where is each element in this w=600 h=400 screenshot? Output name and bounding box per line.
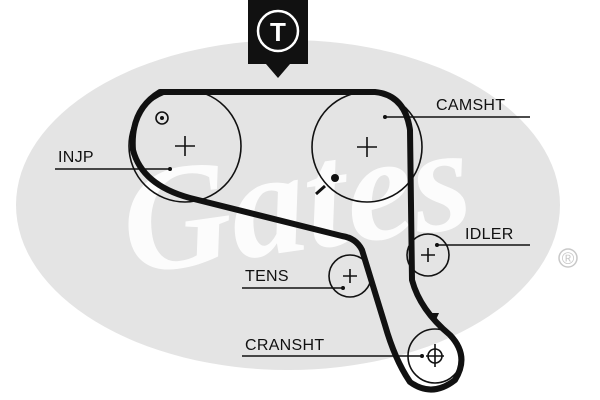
label-cransht: CRANSHT [245, 337, 324, 354]
leader-lines [55, 115, 530, 358]
label-camsht: CAMSHT [436, 97, 505, 114]
injection-pump-timing-mark-icon [155, 111, 169, 125]
timing-belt [129, 89, 465, 393]
registered-mark-ring [558, 248, 578, 268]
tensioner-pulley [328, 254, 372, 298]
registered-mark: ® [562, 249, 575, 268]
marker-letter: T [270, 17, 286, 47]
label-injp: INJP [58, 149, 94, 166]
camshaft-timing-mark-icon [331, 174, 339, 182]
idler-pulley [406, 233, 450, 277]
label-idler: IDLER [465, 226, 514, 243]
camshaft-timing-pointer-icon [315, 184, 326, 196]
top-dead-center-marker: T [248, 0, 308, 78]
crankshaft-timing-pointer-icon [431, 313, 439, 322]
injection-pump-pulley [128, 89, 242, 203]
label-tens: TENS [245, 268, 289, 285]
watermark-oval [16, 40, 560, 370]
marker-circle [256, 9, 300, 53]
camshaft-pulley [311, 91, 423, 203]
